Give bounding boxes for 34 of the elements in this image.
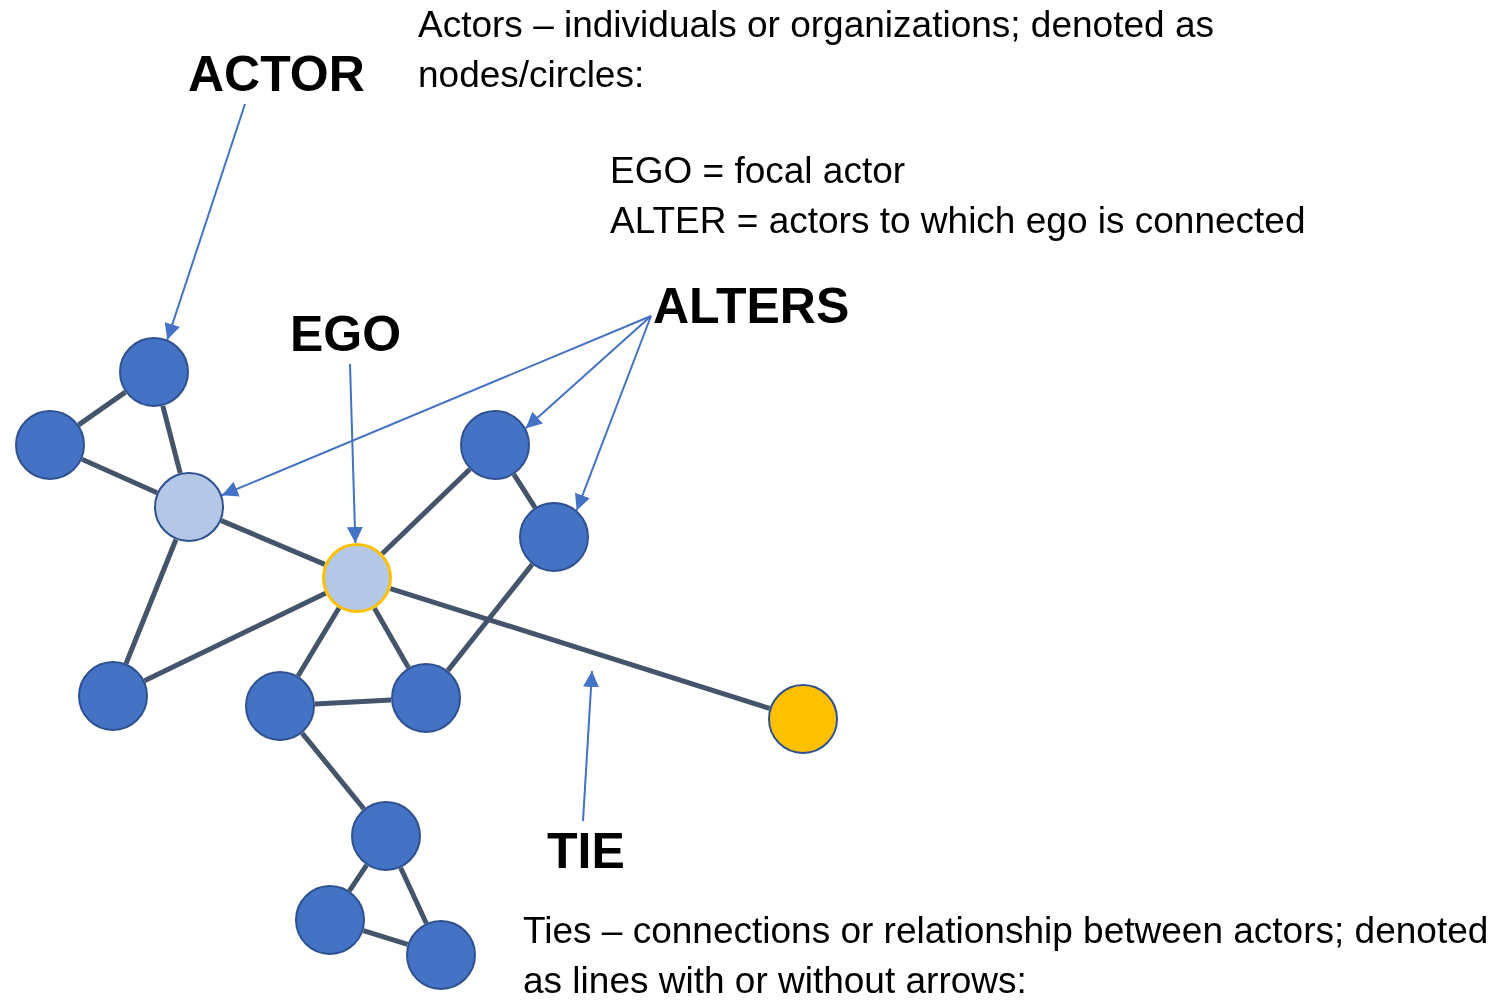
tie-line xyxy=(511,473,538,509)
tie-line xyxy=(314,697,392,707)
arrow xyxy=(524,315,652,430)
tie-line xyxy=(362,928,409,947)
arrow xyxy=(582,670,600,822)
callout-label: ACTOR xyxy=(188,46,365,102)
arrow xyxy=(574,315,652,512)
tie-line xyxy=(389,586,771,711)
tie-line xyxy=(445,562,535,673)
tie-line xyxy=(398,866,429,925)
description-text: Ties – connections or relationship between actors; denoted as lines with or without arrows: xyxy=(523,909,1490,1003)
tie-line xyxy=(143,591,327,683)
callout-label: TIE xyxy=(547,823,625,879)
callout-label: ALTERS xyxy=(653,278,850,334)
light-node-circle xyxy=(154,472,224,542)
tie-line xyxy=(347,863,369,893)
arrow xyxy=(164,103,246,341)
callout-label: EGO xyxy=(290,306,402,362)
description-text: EGO = focal actor xyxy=(610,149,907,193)
tie-line xyxy=(300,731,366,811)
tie-line xyxy=(380,467,472,556)
ego-node-circle xyxy=(322,543,392,613)
tie-line xyxy=(220,518,326,567)
tie-line xyxy=(160,405,183,474)
arrow xyxy=(220,315,652,497)
arrow xyxy=(346,363,363,545)
tie-line xyxy=(77,390,127,427)
description-text: Actors – individuals or organizations; denoted as nodes/circles: xyxy=(418,3,1215,97)
tie-line xyxy=(123,538,179,665)
description-text: ALTER = actors to which ego is connected xyxy=(610,199,1307,243)
tie-line xyxy=(372,607,411,669)
node-circle xyxy=(460,410,530,480)
tie-line xyxy=(80,456,159,496)
tie-line xyxy=(295,606,342,678)
